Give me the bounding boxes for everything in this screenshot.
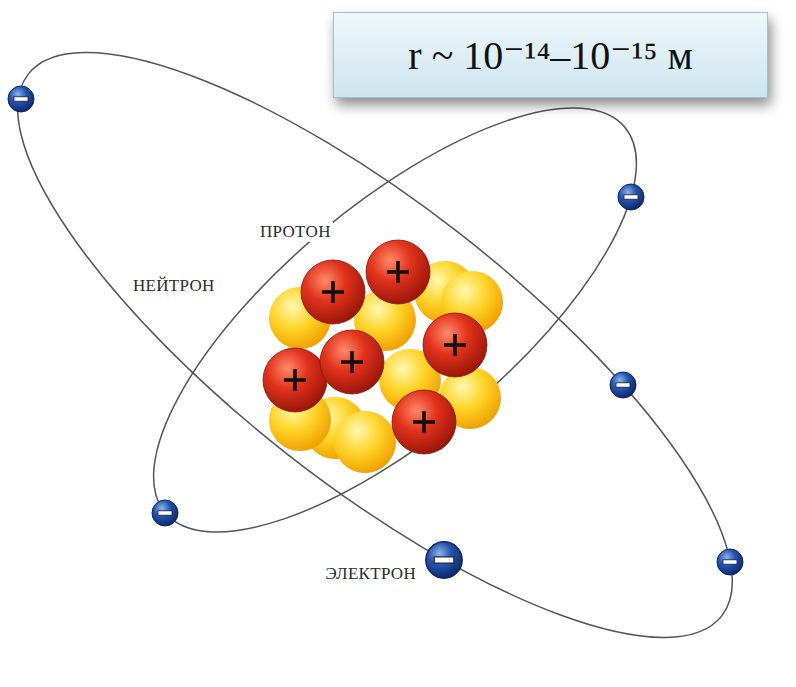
part-label: НЕЙТРОН [131, 276, 217, 296]
electron [610, 372, 636, 398]
electron [618, 184, 644, 210]
electron [8, 86, 34, 112]
formula-box: r ~ 10⁻¹⁴–10⁻¹⁵ м [333, 12, 768, 98]
proton [301, 260, 365, 324]
proton [320, 330, 384, 394]
part-label: ПРОТОН [258, 222, 333, 242]
proton [423, 313, 487, 377]
electron-orbit [91, 39, 698, 601]
electron [152, 500, 178, 526]
proton [392, 390, 456, 454]
proton [366, 240, 430, 304]
electron [426, 542, 462, 578]
proton [263, 348, 327, 412]
nucleus [263, 240, 503, 473]
part-label: ЭЛЕКТРОН [324, 564, 418, 584]
neutron [334, 411, 396, 473]
electron [717, 549, 743, 575]
radius-formula: r ~ 10⁻¹⁴–10⁻¹⁵ м [408, 32, 692, 79]
